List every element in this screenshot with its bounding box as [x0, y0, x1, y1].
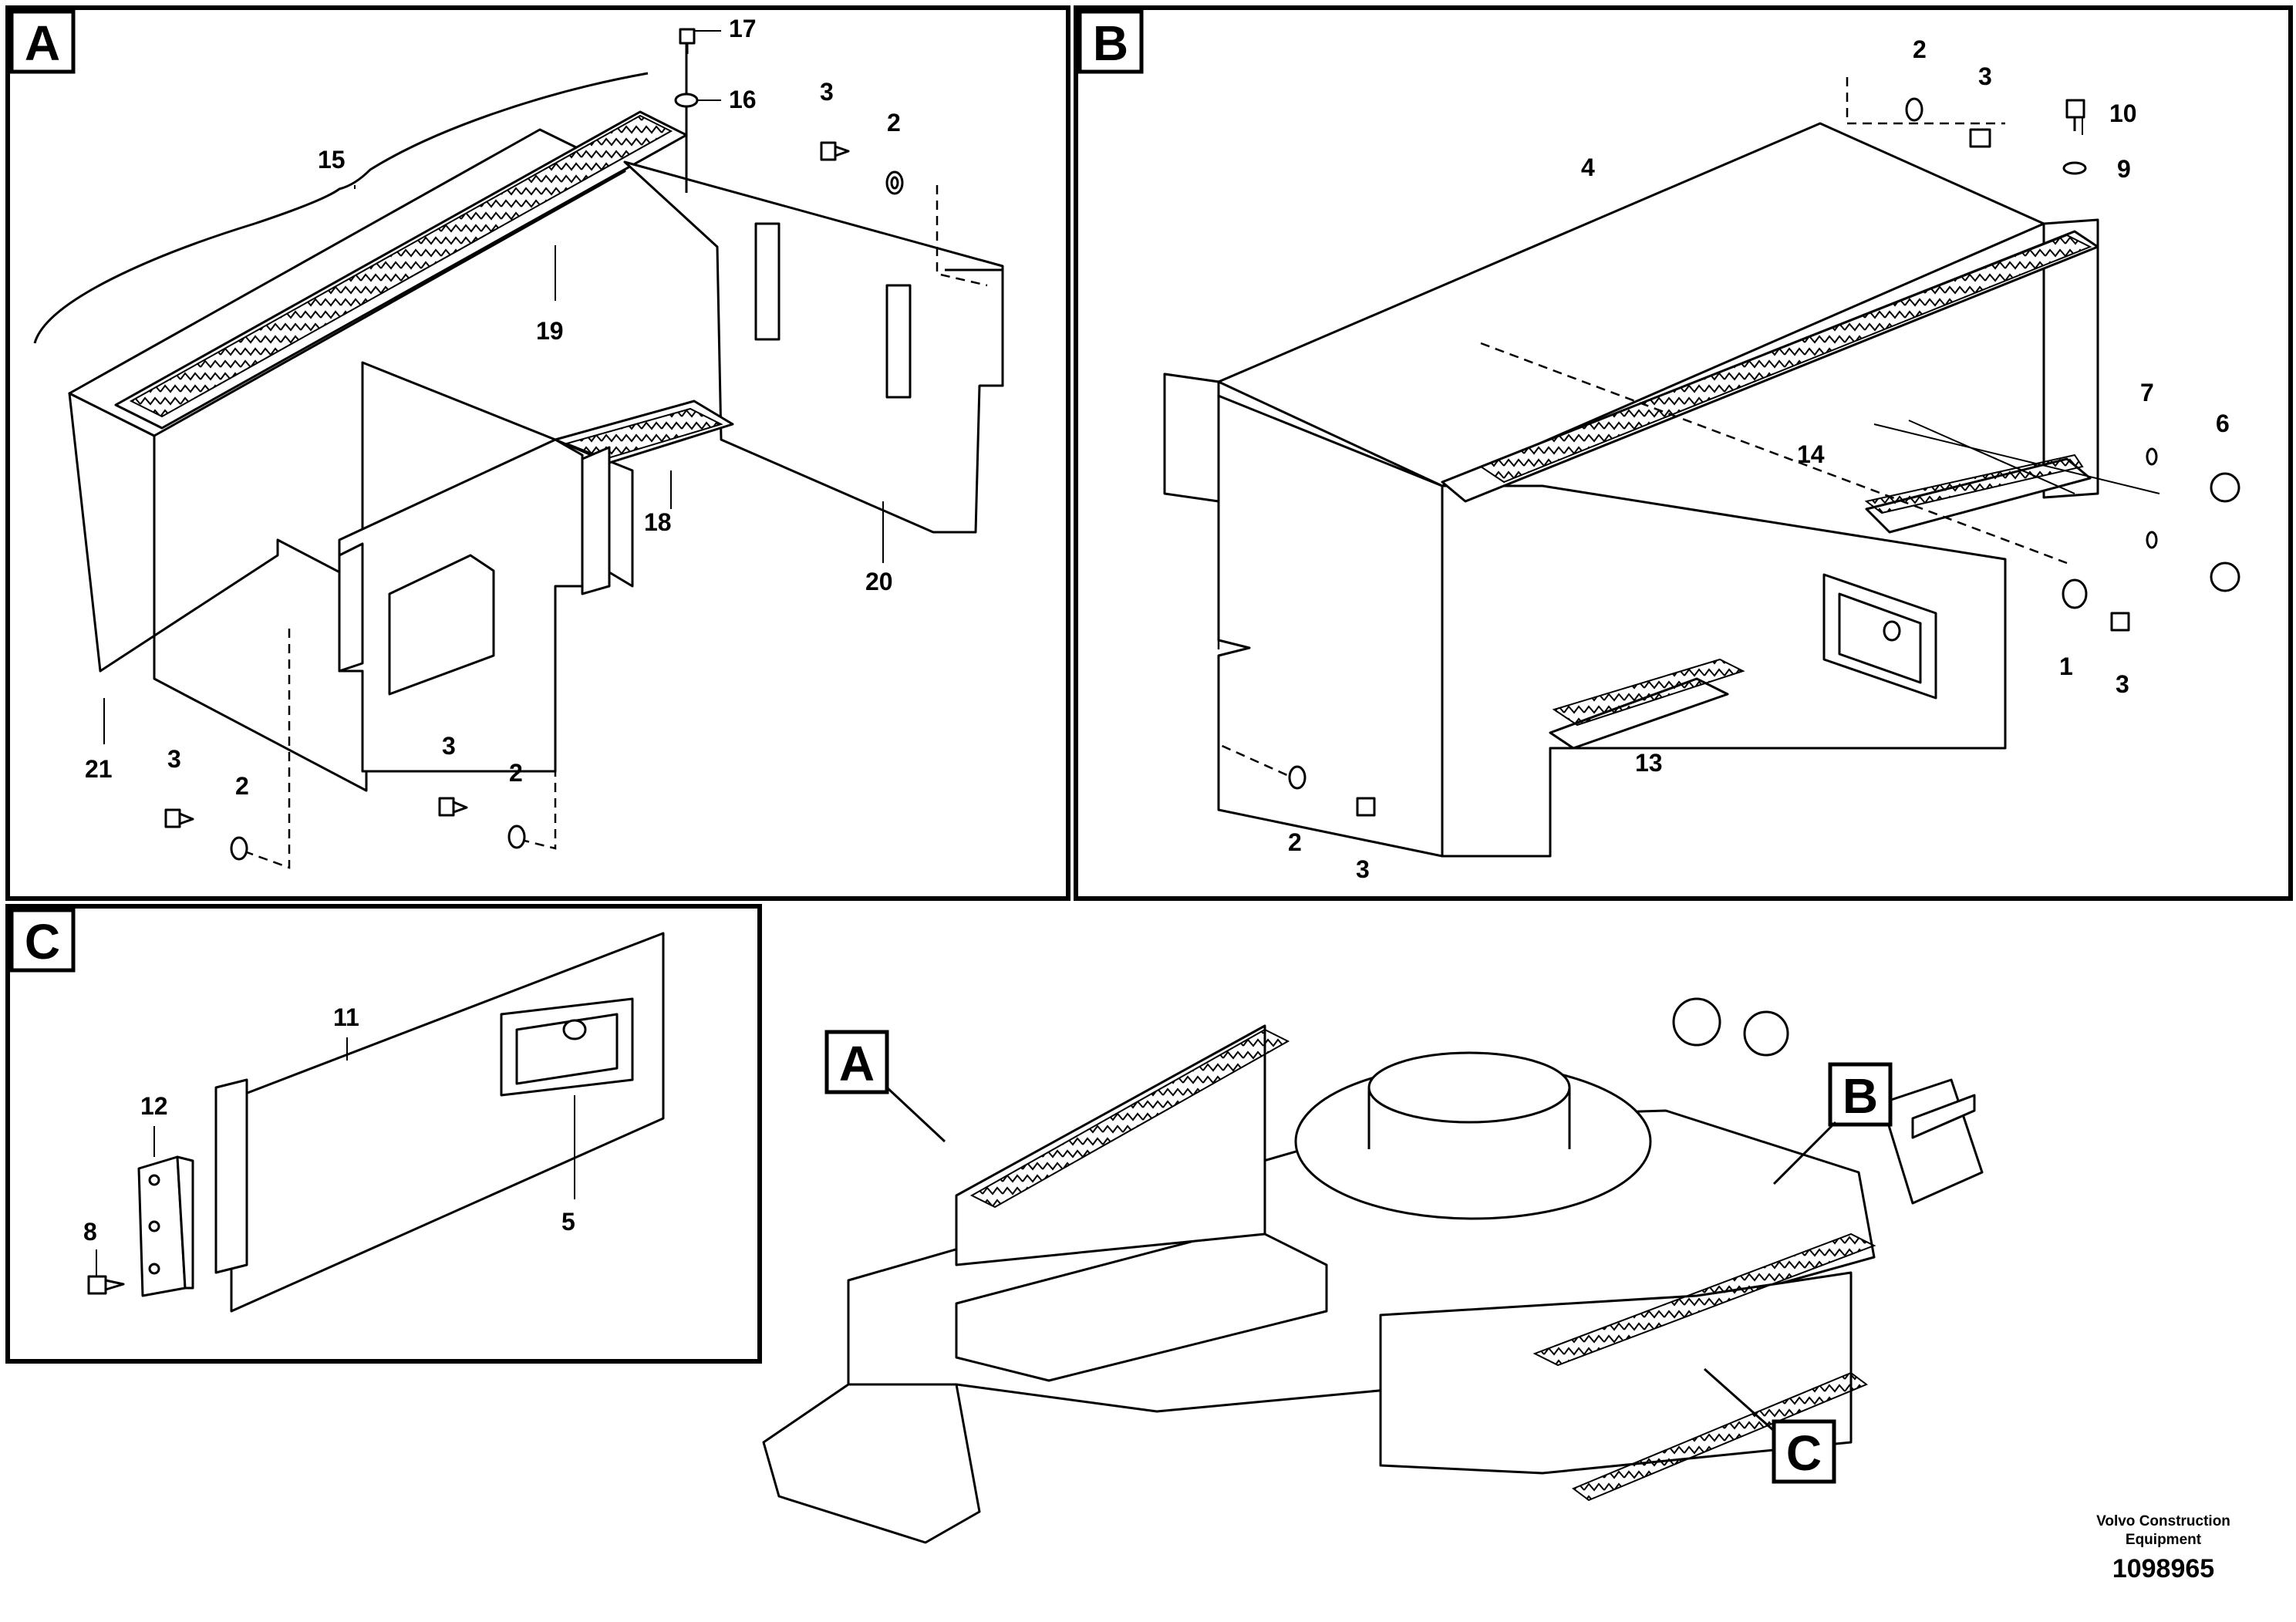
- company-line-2: Equipment: [2126, 1532, 2202, 1548]
- bolt-icon: [2110, 612, 2130, 632]
- callout-3: 3: [442, 732, 456, 760]
- handle-icon: [1822, 573, 1937, 700]
- callout-9: 9: [2117, 155, 2131, 183]
- callout-2: 2: [1288, 828, 1302, 856]
- step-box-b: [1163, 122, 2099, 858]
- callout-10: 10: [2109, 99, 2137, 127]
- bolt-icon: [679, 28, 696, 54]
- overview-drawing: A B C: [762, 997, 1984, 1544]
- callout-12: 12: [140, 1092, 168, 1120]
- callout-17: 17: [729, 15, 757, 42]
- panel-c-label: C: [25, 914, 60, 969]
- callout-5: 5: [561, 1208, 575, 1236]
- callout-18: 18: [644, 508, 672, 536]
- callout-6: 6: [2216, 410, 2230, 437]
- overview-label-c: C: [1786, 1425, 1822, 1481]
- handle-icon: [500, 997, 634, 1097]
- callout-3: 3: [820, 78, 834, 106]
- washer-icon: [2146, 531, 2158, 549]
- callout-11: 11: [333, 1003, 359, 1031]
- callout-15: 15: [318, 146, 346, 174]
- overview-label-b: B: [1843, 1068, 1878, 1124]
- overview-label-a: A: [839, 1036, 875, 1091]
- bolt-icon: [87, 1275, 125, 1295]
- callout-3: 3: [1978, 62, 1992, 90]
- callout-2: 2: [887, 109, 901, 137]
- callout-7: 7: [2140, 379, 2154, 406]
- step-box-a: [68, 110, 1004, 792]
- panel-a: A: [5, 5, 1070, 901]
- washer-icon: [230, 836, 248, 861]
- bolt-icon: [820, 141, 850, 161]
- callout-20: 20: [865, 568, 893, 595]
- company-line-1: Volvo Construction: [2096, 1513, 2230, 1529]
- washer-icon: [1288, 765, 1306, 790]
- callout-2: 2: [235, 772, 249, 800]
- washer-icon: [1905, 97, 1923, 122]
- bolt-icon: [1969, 128, 1991, 148]
- washer-icon: [2146, 447, 2158, 466]
- callout-13: 13: [1635, 749, 1663, 777]
- washer-icon: [507, 824, 526, 849]
- callout-3: 3: [1356, 855, 1370, 883]
- washer-icon: [674, 93, 699, 108]
- callout-21: 21: [85, 755, 113, 783]
- hinge-icon: [137, 1155, 194, 1297]
- callout-19: 19: [536, 317, 564, 345]
- washer-icon: [2062, 578, 2088, 609]
- callout-3: 3: [167, 745, 181, 773]
- panel-c: C 11 12 8 5: [5, 904, 762, 1364]
- callout-3: 3: [2116, 670, 2129, 698]
- callout-2: 2: [509, 759, 523, 787]
- bolt-icon: [1356, 797, 1376, 817]
- panel-b: B: [1074, 5, 2293, 901]
- panel-a-label: A: [25, 15, 60, 71]
- panel-b-label: B: [1093, 15, 1128, 71]
- footer: Volvo Construction Equipment 1098965: [2096, 1513, 2230, 1583]
- bolt-icon: [2065, 99, 2085, 131]
- bolt-icon: [2210, 472, 2240, 503]
- callout-14: 14: [1797, 440, 1825, 468]
- bolt-icon: [438, 797, 468, 817]
- washer-icon: [2062, 161, 2087, 175]
- bolt-icon: [164, 808, 194, 828]
- callout-1: 1: [2059, 653, 2073, 680]
- callout-2: 2: [1913, 35, 1927, 63]
- callout-16: 16: [729, 86, 757, 113]
- bolt-icon: [2210, 561, 2240, 592]
- callout-8: 8: [83, 1218, 97, 1246]
- drawing-number: 1098965: [2112, 1554, 2214, 1583]
- washer-icon: [885, 170, 904, 195]
- callout-4: 4: [1581, 153, 1595, 181]
